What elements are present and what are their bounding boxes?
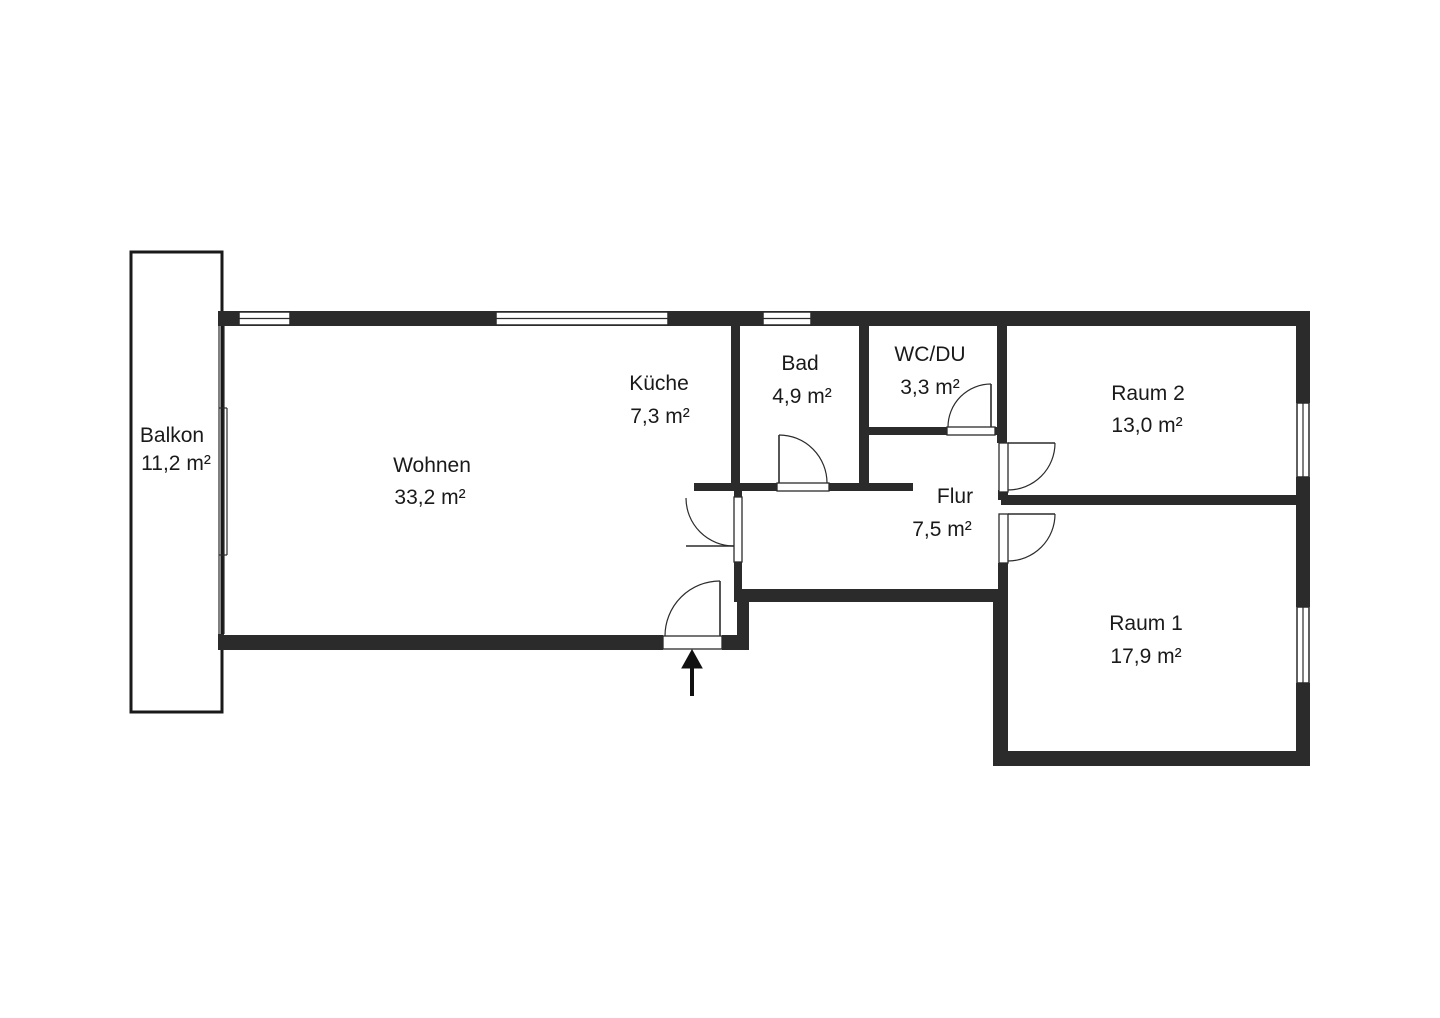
door-flur-wohnen xyxy=(685,496,743,563)
room-name-raum2: Raum 2 xyxy=(1111,382,1185,405)
room-name-wcdu: WC/DU xyxy=(894,343,965,366)
window-raum1 xyxy=(1296,606,1310,684)
door-raum2 xyxy=(998,442,1056,493)
window-bad xyxy=(762,311,812,326)
windows xyxy=(218,311,1310,684)
room-labels: Balkon 11,2 m² Wohnen 33,2 m² Küche 7,3 … xyxy=(140,343,1185,668)
room-name-balkon: Balkon xyxy=(140,424,204,447)
window-wohnen-left xyxy=(238,311,291,326)
outer-walls xyxy=(218,311,1310,766)
room-area-kueche: 7,3 m² xyxy=(630,405,690,428)
room-area-bad: 4,9 m² xyxy=(772,385,832,408)
window-raum2 xyxy=(1296,402,1310,478)
balcony-outline xyxy=(129,250,224,714)
room-name-raum1: Raum 1 xyxy=(1109,612,1183,635)
window-wohnen-center xyxy=(495,311,669,326)
room-area-raum1: 17,9 m² xyxy=(1110,645,1181,668)
room-area-raum2: 13,0 m² xyxy=(1111,414,1182,437)
doors xyxy=(662,383,1056,650)
door-bad xyxy=(776,434,830,492)
room-area-balkon: 11,2 m² xyxy=(141,452,211,475)
window-balcony-door xyxy=(218,326,228,634)
door-raum1 xyxy=(998,513,1056,564)
entrance-arrow-icon xyxy=(681,648,703,696)
room-area-wohnen: 33,2 m² xyxy=(394,486,465,509)
room-name-kueche: Küche xyxy=(629,372,689,395)
room-area-wcdu: 3,3 m² xyxy=(900,376,960,399)
room-name-flur: Flur xyxy=(937,485,973,508)
door-entrance xyxy=(662,580,723,650)
room-name-bad: Bad xyxy=(781,352,818,375)
room-name-wohnen: Wohnen xyxy=(393,454,471,477)
room-area-flur: 7,5 m² xyxy=(912,518,972,541)
door-wcdu xyxy=(946,383,996,436)
